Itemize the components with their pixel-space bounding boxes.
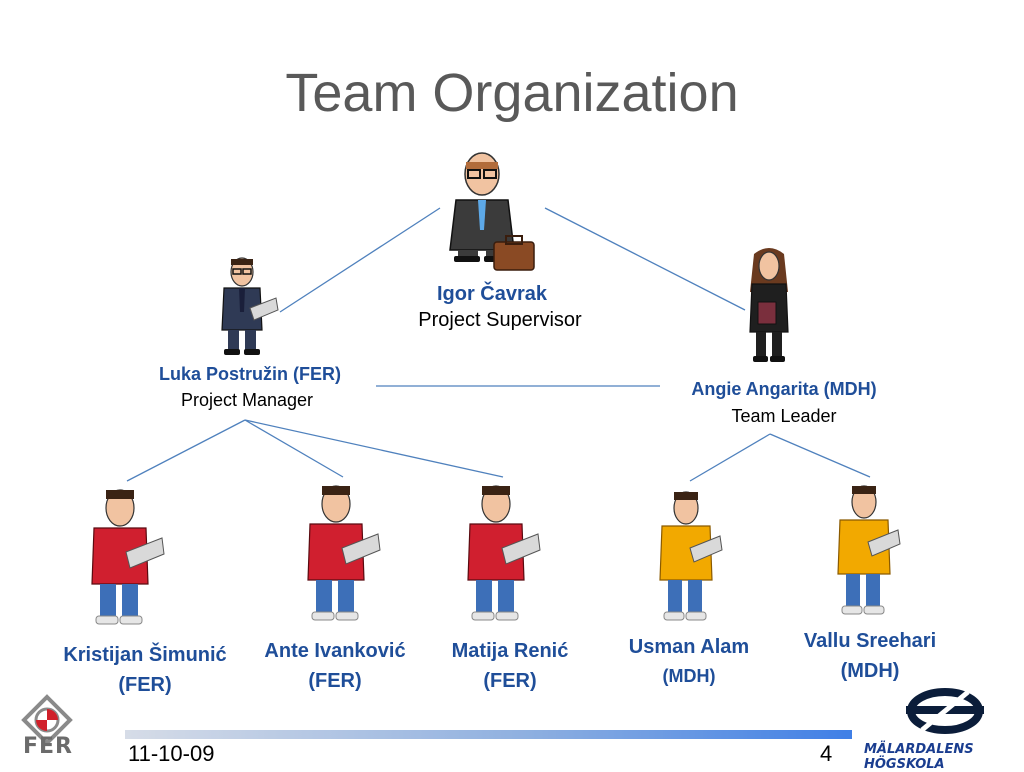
member-usman-avatar (659, 491, 723, 621)
member5-name: Vallu Sreehari (803, 630, 937, 652)
connector-leader-member4 (689, 433, 771, 482)
leader-name: Angie Angarita (MDH) (691, 379, 877, 399)
fer-logo-icon (21, 694, 73, 746)
supervisor-role: Project Supervisor (418, 309, 582, 331)
member-kristijan-avatar (91, 489, 165, 625)
member-matija-avatar (467, 485, 541, 621)
member3-name: Matija Renić (451, 640, 569, 662)
manager-name: Luka Postružin (FER) (158, 364, 341, 384)
connector-supervisor-manager (279, 207, 441, 313)
connector-manager-member1 (126, 419, 246, 482)
mdh-logo-icon (906, 688, 984, 734)
connector-leader-member5 (769, 433, 871, 478)
member2-name: Ante Ivanković (264, 640, 406, 662)
slide-title: Team Organization (285, 63, 739, 123)
supervisor-avatar (449, 152, 535, 271)
member1-org: (FER) (118, 674, 172, 696)
member3-org: (FER) (483, 670, 537, 692)
member-ante-avatar (307, 485, 381, 621)
member-vallu-avatar (837, 485, 901, 615)
connector-supervisor-leader (544, 207, 746, 311)
footer-bar (125, 730, 852, 739)
manager-role: Project Manager (180, 390, 314, 410)
footer-date: 11-10-09 (128, 741, 215, 766)
member5-org: (MDH) (840, 660, 900, 682)
connector-manager-member3 (244, 419, 504, 478)
manager-avatar (221, 257, 279, 355)
leader-avatar (749, 248, 789, 362)
member2-org: (FER) (308, 670, 362, 692)
leader-role: Team Leader (731, 406, 837, 426)
connector-manager-member2 (244, 419, 344, 478)
footer-page-number: 4 (820, 741, 833, 766)
supervisor-name: Igor Čavrak (436, 283, 548, 305)
member1-name: Kristijan Šimunić (63, 644, 227, 666)
fer-logo-text: FER (23, 734, 73, 759)
member4-name: Usman Alam (628, 636, 750, 658)
member4-org: (MDH) (662, 666, 716, 686)
